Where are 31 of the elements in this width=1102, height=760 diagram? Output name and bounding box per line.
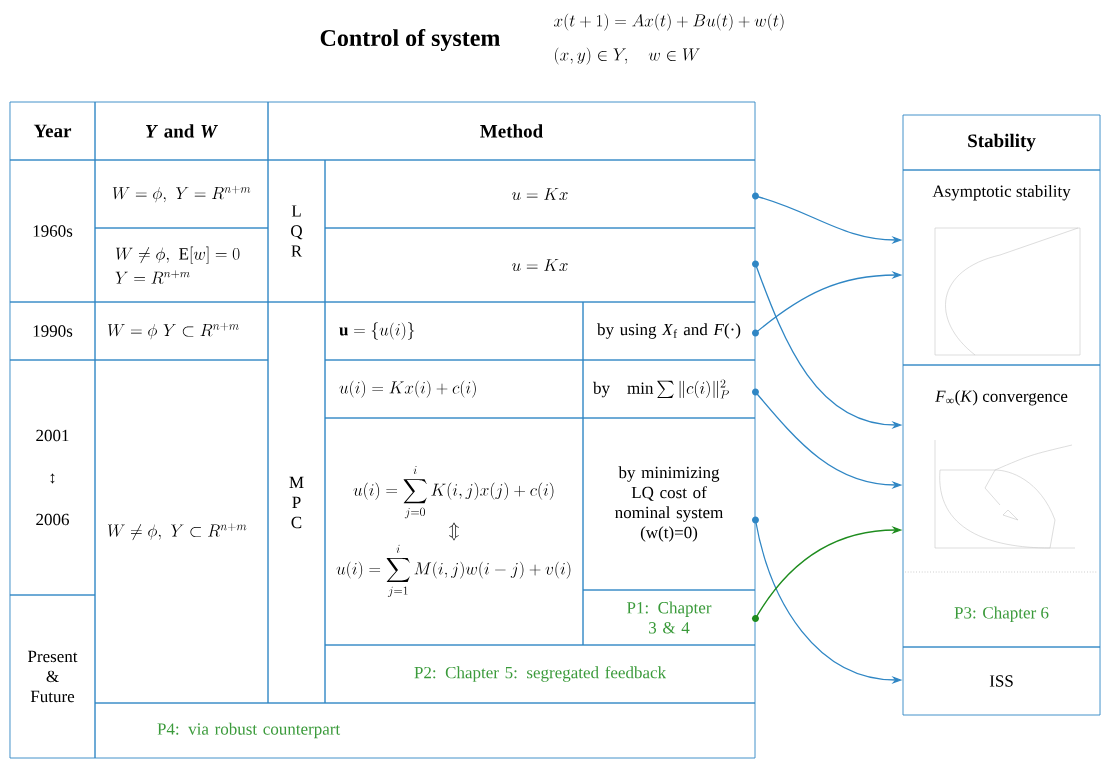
table-cell: $W\neq\phi,\ Y\subset R^{n+m}$ — [94, 359, 269, 704]
system-equation: $(x,y)\in Y,\quad w\in W$ — [555, 47, 700, 65]
table-cell: $W\neq\phi,\ \mathrm{E}[w]=0$ $Y=R^{n+m}$ — [94, 227, 269, 303]
table-cell: P4: via robust counterpart — [94, 702, 756, 759]
table-cell: Y and W — [94, 101, 269, 161]
table-cell: $u(i)=\sum_{j=0}^{i}K(i,j)x(j)+c(i)$ $\Updownarrow$ $u(i)=\sum_{j=1}^{i}M(i,j)w(i-j)+v(i)$ — [324, 417, 584, 646]
table-cell: 1990s — [9, 301, 96, 361]
table-cell: 1960s — [9, 159, 96, 303]
table-cell: Asymptotic stability — [902, 169, 1101, 366]
table-cell: M P C — [267, 301, 326, 704]
table-cell: by using X$_{f}$ and F(·) — [582, 301, 756, 361]
table-cell: by $\min\sum\|c(i)\|_P^2$ — [582, 359, 756, 419]
table-cell: L Q R — [267, 159, 326, 303]
title: Control of system — [320, 28, 500, 52]
table-cell: ISS — [902, 646, 1101, 716]
table-cell: $u=Kx$ — [324, 159, 756, 229]
table-cell: F$_{∞}$(K) convergence P3: Chapter 6 — [902, 364, 1101, 648]
table-cell: $W=\phi\ Y\subset R^{n+m}$ — [94, 301, 269, 361]
table-cell: P1: Chapter 3 & 4 — [582, 589, 756, 646]
table-cell: $W=\phi,\ Y=R^{n+m}$ — [94, 159, 269, 229]
table-cell: Method — [267, 101, 756, 161]
table-cell: by minimizing LQ cost of nominal system (w(t)=0) — [582, 417, 756, 591]
table-cell: $u(i)=Kx(i)+c(i)$ — [324, 359, 584, 419]
table-cell: 2001 ↕ 2006 — [9, 359, 96, 596]
table-cell: $\mathbf{u}=\{u(i)\}$ — [324, 301, 584, 361]
table-cell: P2: Chapter 5: segregated feedback — [324, 644, 756, 704]
system-equation: $x(t+1)=Ax(t)+Bu(t)+w(t)$ — [554, 13, 784, 31]
table-cell: Year — [9, 101, 96, 161]
table-cell: Present & Future — [9, 594, 96, 759]
table-cell: Stability — [902, 114, 1101, 171]
table-cell: $u=Kx$ — [324, 227, 756, 303]
